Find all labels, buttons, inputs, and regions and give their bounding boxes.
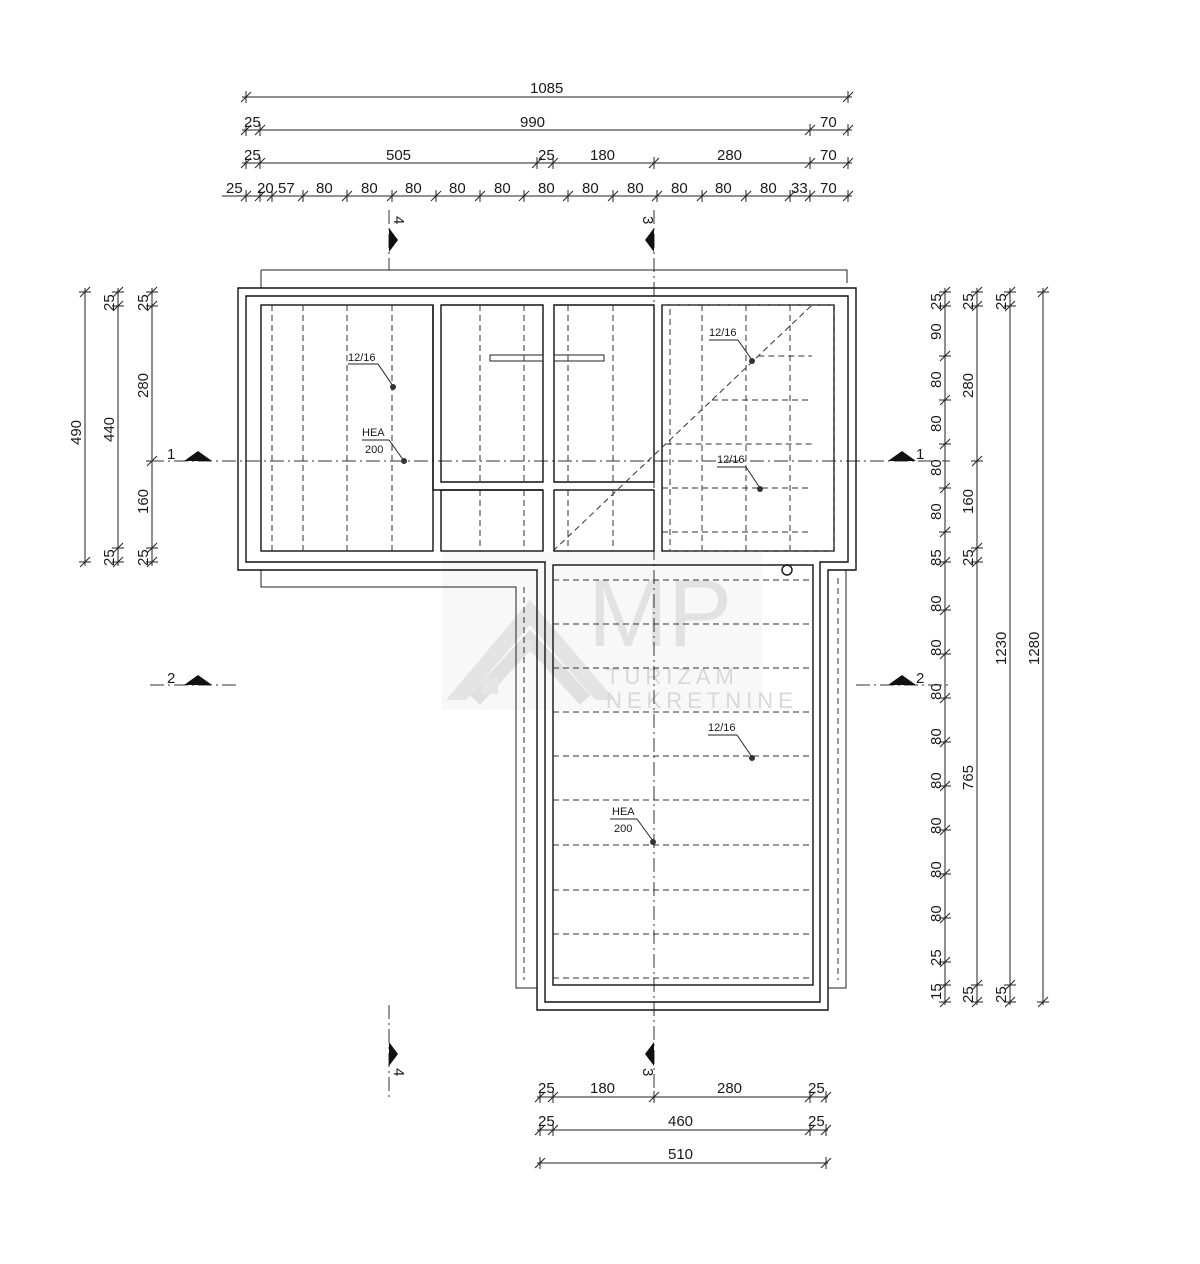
bottom-dim-r2-c: 25 <box>808 1113 825 1130</box>
right-dim-3-c: 25 <box>993 986 1010 1003</box>
hea-label-1-bottom: 200 <box>365 444 383 456</box>
right-dim-in-6: 85 <box>928 549 945 566</box>
top-dim-r3-f: 70 <box>820 147 837 164</box>
annotations: 12/16 HEA 200 12/16 12/16 12/16 HEA 200 <box>348 327 763 845</box>
section-4-bottom-label: 4 <box>390 1068 407 1076</box>
right-dim-in-14: 80 <box>928 905 945 922</box>
right-dim-2-a: 25 <box>960 293 977 310</box>
right-dim-in-16: 15 <box>928 983 945 1000</box>
bottom-dim-r2-b: 460 <box>668 1113 693 1130</box>
right-dim-in-13: 80 <box>928 861 945 878</box>
left-dim-mid-a: 25 <box>101 294 118 311</box>
right-dim-3-b: 1230 <box>993 632 1010 665</box>
left-dim-outer: 490 <box>68 420 85 445</box>
top-dim-r4-10: 80 <box>627 180 644 197</box>
right-dimensions: 25 90 80 80 80 80 85 80 80 80 80 80 80 8… <box>928 286 1049 1008</box>
left-dimensions: 490 25 440 25 25 280 160 25 <box>68 286 158 568</box>
bottom-dim-r1-d: 25 <box>808 1080 825 1097</box>
top-dim-r4-15: 70 <box>820 180 837 197</box>
rafters <box>271 304 839 980</box>
top-dim-r4-11: 80 <box>671 180 688 197</box>
top-dim-r4-3: 80 <box>316 180 333 197</box>
watermark-logo: MP TURIZAM NEKRETNINE <box>442 552 798 713</box>
watermark-line2: NEKRETNINE <box>606 688 798 713</box>
top-dim-r3-b: 505 <box>386 147 411 164</box>
right-dim-in-2: 80 <box>928 371 945 388</box>
top-dim-r4-9: 80 <box>582 180 599 197</box>
right-dim-in-5: 80 <box>928 503 945 520</box>
top-dim-total: 1085 <box>530 80 563 97</box>
top-dim-r4-0: 25 <box>226 180 243 197</box>
right-dim-2-b: 280 <box>960 373 977 398</box>
right-dim-in-4: 80 <box>928 459 945 476</box>
top-dimensions: 1085 25 990 70 25 505 25 180 280 70 25 2… <box>222 80 854 202</box>
building-outline <box>237 269 857 1011</box>
top-dim-r4-1: 20 <box>257 180 274 197</box>
right-dim-in-10: 80 <box>928 728 945 745</box>
right-dim-2-e: 765 <box>960 765 977 790</box>
right-dim-in-12: 80 <box>928 817 945 834</box>
bottom-dim-r1-c: 280 <box>717 1080 742 1097</box>
hea-label-2-top: HEA <box>612 806 635 818</box>
top-dim-r2-a: 25 <box>244 114 261 131</box>
hea-label-1-top: HEA <box>362 427 385 439</box>
left-dim-mid-b: 440 <box>101 417 118 442</box>
right-dim-2-c: 160 <box>960 489 977 514</box>
right-dim-in-15: 25 <box>928 949 945 966</box>
left-dim-in-c: 160 <box>135 489 152 514</box>
right-dim-in-0: 25 <box>928 293 945 310</box>
hea-label-2-bottom: 200 <box>614 823 632 835</box>
section-3-bottom-label: 3 <box>639 1068 656 1076</box>
right-dim-in-3: 80 <box>928 415 945 432</box>
top-dim-r3-c: 25 <box>538 147 555 164</box>
beam-label-b: 12/16 <box>709 327 737 339</box>
section-1-right-label: 1 <box>916 446 924 463</box>
bay-outline <box>669 304 835 552</box>
right-dim-outer: 1280 <box>1026 632 1043 665</box>
bottom-dim-r1-b: 180 <box>590 1080 615 1097</box>
top-dim-r2-c: 70 <box>820 114 837 131</box>
top-dim-r4-13: 80 <box>760 180 777 197</box>
top-dim-r2-b: 990 <box>520 114 545 131</box>
section-1-left-label: 1 <box>167 446 175 463</box>
top-dim-r4-2: 57 <box>278 180 295 197</box>
bottom-dim-r3-a: 510 <box>668 1146 693 1163</box>
top-dim-r4-5: 80 <box>405 180 422 197</box>
right-dim-in-8: 80 <box>928 639 945 656</box>
bottom-dimensions: 25 180 280 25 25 460 25 510 <box>534 1080 832 1169</box>
left-dim-in-b: 280 <box>135 373 152 398</box>
top-dim-r4-14: 33 <box>791 180 808 197</box>
left-dim-in-a: 25 <box>135 294 152 311</box>
right-dim-3-a: 25 <box>993 293 1010 310</box>
beam-label-c: 12/16 <box>717 454 745 466</box>
right-dim-in-11: 80 <box>928 772 945 789</box>
top-dim-r3-e: 280 <box>717 147 742 164</box>
top-dim-r4-8: 80 <box>538 180 555 197</box>
right-dim-in-7: 80 <box>928 595 945 612</box>
beam-label-a: 12/16 <box>348 352 376 364</box>
right-dim-2-d: 25 <box>960 549 977 566</box>
top-dim-r3-a: 25 <box>244 147 261 164</box>
top-dim-r4-4: 80 <box>361 180 378 197</box>
top-dim-r4-7: 80 <box>494 180 511 197</box>
section-2-left-label: 2 <box>167 670 175 687</box>
bottom-dim-r2-a: 25 <box>538 1113 555 1130</box>
right-dim-in-9: 80 <box>928 683 945 700</box>
left-dim-in-d: 25 <box>135 549 152 566</box>
top-dim-r4-12: 80 <box>715 180 732 197</box>
right-dim-in-1: 90 <box>928 323 945 340</box>
section-2-right-label: 2 <box>916 670 924 687</box>
bottom-dim-r1-a: 25 <box>538 1080 555 1097</box>
top-dim-r3-d: 180 <box>590 147 615 164</box>
top-dim-r4-6: 80 <box>449 180 466 197</box>
beam-label-d: 12/16 <box>708 722 736 734</box>
watermark-logo-text: MP <box>588 560 732 667</box>
section-3-top-label: 3 <box>639 216 656 224</box>
left-dim-mid-c: 25 <box>101 549 118 566</box>
right-dim-2-f: 25 <box>960 986 977 1003</box>
section-4-top-label: 4 <box>390 216 407 224</box>
